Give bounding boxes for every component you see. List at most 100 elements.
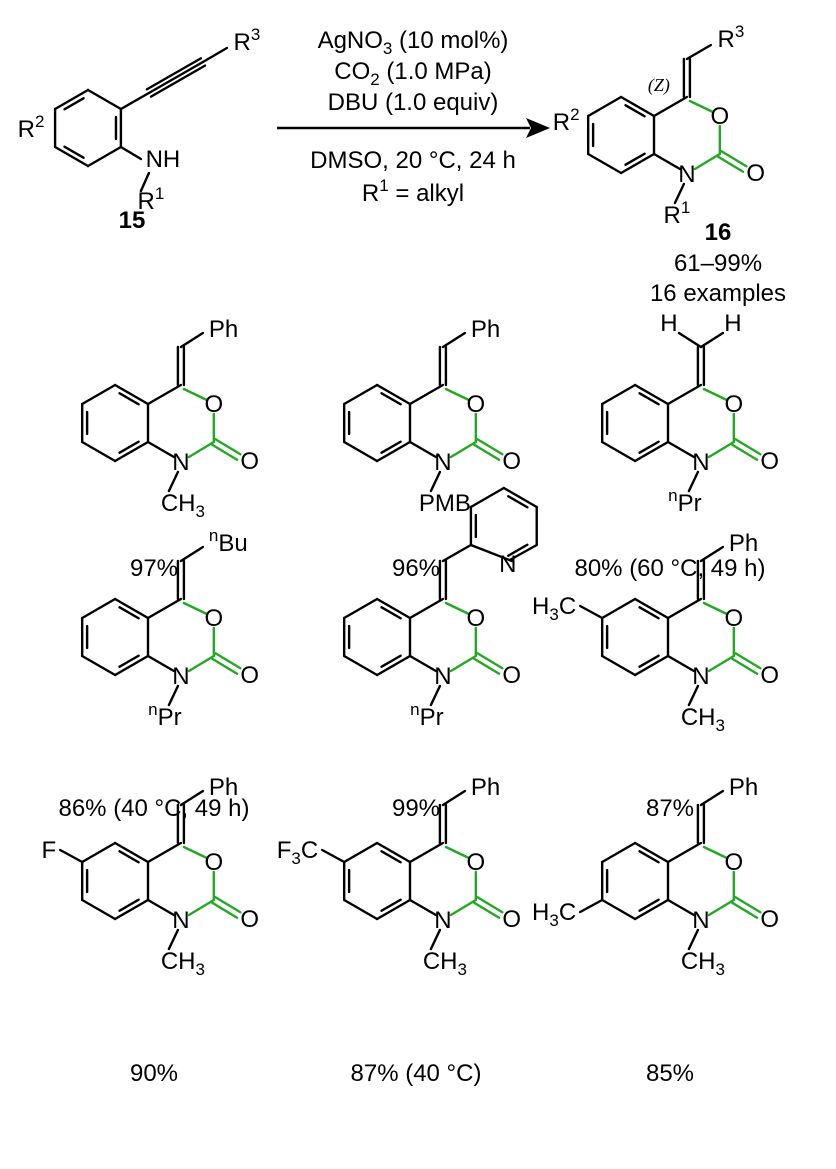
carbonyl-oxygen: O <box>240 906 259 933</box>
bond-line <box>429 470 442 493</box>
bond-line <box>469 543 514 563</box>
bond-line <box>58 848 84 864</box>
carbamate-bond <box>187 440 216 459</box>
bond-line <box>666 440 696 459</box>
solvent-temp-time: DMSO, 20 °C, 24 h <box>310 147 516 174</box>
bond-line <box>699 331 725 349</box>
amine-nh: NH <box>146 146 181 173</box>
vinyl-substituent: Ph <box>729 530 758 557</box>
bond-line <box>600 841 637 864</box>
bond-line <box>633 654 670 677</box>
bond-line <box>408 841 445 864</box>
aromatic-bond <box>118 440 140 454</box>
carbonyl-bond <box>214 896 242 914</box>
bond-line <box>80 597 117 620</box>
carbonyl-bond <box>716 155 745 173</box>
carbonyl-bond <box>210 901 239 919</box>
bond-line <box>408 654 438 673</box>
carbamate-bond <box>187 654 216 673</box>
bond-line <box>146 841 183 864</box>
carbonyl-bond <box>214 438 242 456</box>
carbonyl-bond <box>214 652 242 670</box>
carbonyl-bond <box>734 652 762 670</box>
bond-line <box>146 597 183 620</box>
carbamate-bond <box>449 898 478 917</box>
bond-line <box>113 440 150 463</box>
bond-line <box>113 654 150 677</box>
ring-oxygen: O <box>724 849 743 876</box>
bond-line <box>429 928 442 951</box>
ring-substituent: H3​C <box>532 593 576 624</box>
ring-oxygen: O <box>710 103 729 130</box>
bond-line <box>699 789 725 807</box>
alkyne-bond <box>149 64 207 98</box>
aromatic-bond <box>380 606 402 620</box>
r1-group: R1​ <box>664 198 691 229</box>
bond-line <box>619 152 656 175</box>
bond-line <box>80 383 117 406</box>
n-substituent: CH3​ <box>161 948 205 979</box>
carbonyl-bond <box>210 657 239 675</box>
aromatic-bond <box>118 654 140 668</box>
carbamate-bond <box>688 99 715 114</box>
vinyl-substituent: Ph <box>471 774 500 801</box>
ring-oxygen: O <box>204 391 223 418</box>
bond-line <box>600 597 637 620</box>
aromatic-bond <box>380 440 402 454</box>
bond-line <box>687 684 700 707</box>
bond-line <box>113 898 150 921</box>
bond-line <box>80 898 117 921</box>
bond-line <box>666 597 703 620</box>
bond-line <box>633 440 670 463</box>
bond-line <box>578 898 604 914</box>
bond-line <box>441 331 467 349</box>
vinyl-substituent: Ph <box>471 316 500 343</box>
bond-line <box>342 654 379 677</box>
aromatic-bond <box>638 606 660 620</box>
vinyl-h: H <box>660 310 677 337</box>
carbonyl-oxygen: O <box>760 906 779 933</box>
carbamate-bond <box>702 387 729 402</box>
compound-yield: 99% <box>392 795 440 822</box>
carbonyl-oxygen: O <box>760 662 779 689</box>
n-substituent: CH3​ <box>161 490 205 521</box>
aromatic-bond <box>638 440 660 454</box>
carbamate-bond <box>707 440 736 459</box>
bond-line <box>685 43 713 61</box>
aromatic-bond <box>63 145 85 159</box>
bond-line <box>113 383 150 406</box>
bond-line <box>652 152 682 171</box>
bond-line <box>146 383 183 406</box>
product-label: 16 <box>705 219 732 246</box>
ring-oxygen: O <box>466 849 485 876</box>
ring-substituent: H3​C <box>532 899 576 930</box>
pyridine-nitrogen: N <box>499 551 516 578</box>
aromatic-bond <box>380 850 402 864</box>
bond-line <box>600 440 637 463</box>
compound-yield: 87% (40 °C) <box>351 1060 482 1087</box>
ring-oxygen: O <box>466 391 485 418</box>
n-substituent: CH3​ <box>681 704 725 735</box>
bond-line <box>179 789 205 807</box>
r2-group: R2​ <box>18 112 45 143</box>
aromatic-bond <box>118 606 140 620</box>
aromatic-bond <box>624 152 646 166</box>
vinyl-h: H <box>724 310 741 337</box>
compound-yield: 90% <box>130 1060 178 1087</box>
bond-line <box>167 470 180 493</box>
bond-line <box>86 145 123 168</box>
bond-line <box>600 898 637 921</box>
carbamate-bond <box>182 387 209 402</box>
aromatic-bond <box>380 392 402 406</box>
condition-line: AgNO3​ (10 mol%) <box>318 27 509 58</box>
vinyl-substituent: n​Bu <box>209 526 248 557</box>
bond-line <box>633 383 670 406</box>
r1-definition: R1​ = alkyl <box>362 176 464 207</box>
aromatic-bond <box>380 898 402 912</box>
carbonyl-oxygen: O <box>502 906 521 933</box>
bond-line <box>429 684 442 707</box>
